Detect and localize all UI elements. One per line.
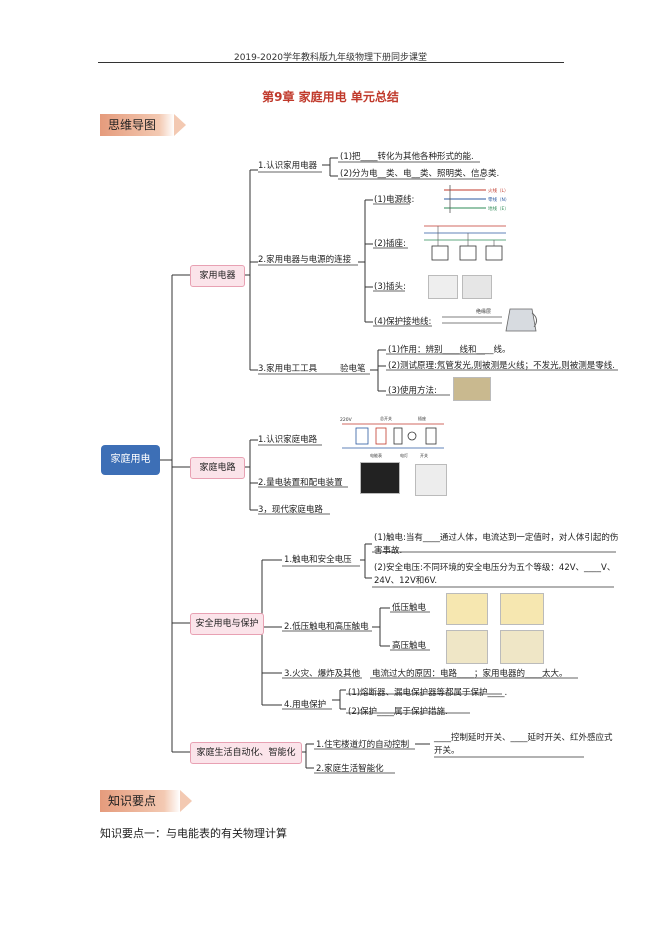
b3-c2-item-1: 低压触电 [392,603,427,613]
b3-c4-item-2: (2)保护____属于保护措施. [348,707,448,717]
b1-child-1: 1.认识家用电器 [258,161,318,171]
section-key-points-arrow [180,790,192,812]
b1-c2-item-4: (4)保护接地线: [374,317,432,327]
b4-child-2: 2.家庭生活智能化 [316,764,384,774]
b2-child-1: 1.认识家庭电路 [258,435,318,445]
b1-c3-sub: 验电笔 [340,364,366,374]
power-line-label-earth: 地线（E） [488,205,509,212]
b1-c2-item-1: (1)电源线: [374,195,415,205]
b4-c1-item-1: ____控制延时开关、____延时开关、红外感应式开关。 [434,733,613,756]
circuit-label-switch-main: 总开关 [380,415,392,421]
mindmap-root: 家庭用电 [101,445,160,475]
branch-home-circuit: 家庭电路 [190,457,245,479]
power-line-label-neutral: 零线（N） [488,196,509,203]
circuit-label-socket: 插座 [418,415,426,421]
b1-child-3: 3.家用电工工具 [258,364,318,374]
branch-safety: 安全用电与保护 [190,613,264,635]
b4-child-1: 1.住宅楼道灯的自动控制 [316,740,410,750]
b1-c1-item-2: (2)分为电__类、电__类、照明类、信息类. [340,169,500,179]
high-voltage-shock-image-1 [446,630,488,664]
page-header: 2019-2020学年教科版九年级物理下册同步课堂 [233,53,428,63]
b2-child-3: 3，现代家庭电路 [258,505,323,515]
b3-c2-item-2: 高压触电 [392,641,427,651]
b3-child-1: 1.触电和安全电压 [284,555,352,565]
circuit-label-lamp: 电灯 [400,452,408,458]
branch-automation: 家庭生活自动化、智能化 [190,742,302,764]
b3-child-2: 2.低压触电和高压触电 [284,622,369,632]
section-key-points: 知识要点 [100,790,180,812]
branch-appliances: 家用电器 [190,265,245,287]
circuit-label-switch: 开关 [420,452,428,458]
kettle-label-insulation: 绝缘层 [476,308,491,315]
b1-c2-item-3: (3)插头: [374,282,406,292]
meter-photo [360,462,400,494]
b2-child-2: 2.量电装置和配电装置 [258,478,343,488]
section-mindmap: 思维导图 [100,114,174,136]
power-line-diagram: 火线（L） 零线（N） 地线（E） [444,185,509,213]
plug-photo-1 [428,275,458,299]
b3-c1-item-2: (2)安全电压:不同环境的安全电压分为五个等级：42V、____V、24V、12… [374,563,616,586]
b3-c3-item-1: 电流过大的原因：电路____；家用电器的____太大。 [372,669,568,679]
power-line-label-live: 火线（L） [488,187,509,194]
breaker-photo [415,464,447,496]
b3-child-4: 4.用电保护 [284,700,327,710]
low-voltage-shock-image-1 [446,593,488,625]
kettle-earth-diagram: 绝缘层 [442,308,538,332]
test-pen-photo [453,377,491,401]
b3-c4-item-1: (1)熔断器、漏电保护器等都属于保护____. [348,688,508,698]
b1-c3-item-2: (2)测试原理:氖管发光,则被测是火线；不发光,则被测是零线. [388,361,616,371]
knowledge-point-1: 知识要点一：与电能表的有关物理计算 [100,827,287,840]
low-voltage-shock-image-2 [500,593,544,625]
b1-c2-item-2: (2)插座: [374,239,406,249]
b1-c3-item-3: (3)使用方法: [388,386,437,396]
high-voltage-shock-image-2 [500,630,544,664]
circuit-label-meter: 电能表 [370,452,382,458]
home-circuit-diagram: 220V 总开关 插座 电能表 电灯 开关 [340,415,444,458]
b3-c1-item-1: (1)触电:当有____通过人体，电流达到一定值时，对人体引起的伤害事故. [374,533,619,556]
socket-wiring-diagram [424,225,506,261]
plug-photo-2 [462,275,492,299]
circuit-label-220v: 220V [340,417,353,423]
b1-c1-item-1: (1)把____转化为其他各种形式的能. [340,152,474,162]
b1-c3-item-1: (1)作用：辨别____线和____线。 [388,345,511,355]
section-mindmap-arrow [174,114,186,136]
header-divider [98,62,564,63]
b1-child-2: 2.家用电器与电源的连接 [258,255,352,265]
page-title: 第9章 家庭用电 单元总结 [262,90,399,104]
b3-child-3: 3.火灾、爆炸及其他 [284,669,361,679]
